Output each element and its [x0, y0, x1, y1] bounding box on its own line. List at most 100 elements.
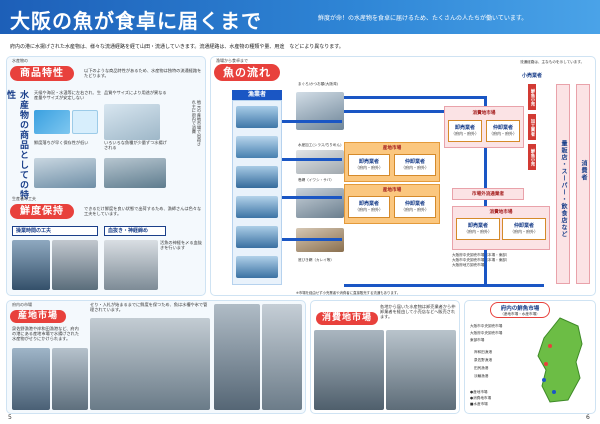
map-title-box: 府内の鮮魚市場 （産地市場・水産市場） — [490, 302, 550, 318]
section-caption-2: 生産者の工夫 — [12, 196, 36, 201]
fish-processing-photo — [104, 240, 158, 290]
fish-tank-photo — [214, 304, 260, 410]
tuna-photo — [296, 92, 344, 130]
middleman-sub-4: （府内・府外） — [510, 229, 538, 234]
map-title: 府内の鮮魚市場 — [500, 306, 540, 312]
flow-arrow-2 — [282, 158, 342, 161]
market-photo-2 — [52, 348, 88, 410]
map-label-5: 泉佐野漁港 — [474, 358, 492, 362]
retail-tag-1: 鮮魚小売 — [528, 84, 536, 110]
auction-text: せり・入札が始まるまでに鮮度を保つため、魚は水槽や氷で管理されています。 — [90, 302, 208, 313]
wholesaler-label-3: 卸売業者 — [358, 201, 379, 207]
middleman-box-2: 仲卸業者（府内・府外） — [394, 154, 436, 176]
ice-fish-photo — [262, 304, 302, 410]
legend-1: ●産地市場 — [470, 390, 488, 394]
markets-caption: 府内の市場 — [12, 302, 32, 307]
wholesaler-sub-4: （府内・府外） — [464, 229, 492, 234]
consumer-market-title-1: 消費地市場 — [472, 111, 496, 116]
wholesaler-sub-2: （府内・府外） — [355, 165, 383, 170]
boat-photo-3 — [236, 166, 278, 188]
weather-icon-photo — [34, 110, 70, 134]
map-label-2: 大阪府中央卸売市場 — [470, 331, 503, 335]
whitebait-photo — [296, 150, 344, 174]
consumer-market-title-2: 消費地市場 — [489, 210, 513, 215]
consumer-market-text: 各地から届いた水産物は卸売業者から仲卸業者を経由して小売店などへ販売されます。 — [380, 304, 456, 320]
fish-sorting-photo — [104, 104, 160, 140]
middleman-label-3: 仲卸業者 — [404, 201, 425, 207]
map-subtitle: （産地市場・水産市場） — [500, 312, 540, 316]
bullet-1: 天候や海況・水温等に左右され、生産量やサイズが安定しない — [34, 90, 102, 101]
intro-text: 府内の港に水揚げされた水産物は、様々な流通経路を経て山田・流通していきます。流通… — [10, 44, 344, 50]
middleman-label-1: 仲卸業者 — [492, 125, 513, 131]
pill-fish-flow: 魚の流れ — [214, 64, 280, 81]
bullet-3: 鮮度落ちが早く保存性が低い — [34, 140, 89, 145]
page-number-right: 6 — [586, 414, 590, 421]
boat-photo-1 — [236, 106, 278, 128]
legend-3: ■水産市場 — [470, 402, 488, 406]
boat-photo-5 — [236, 226, 278, 248]
flow-arrow-top-2 — [344, 110, 444, 113]
retail-tag-2: 加工業者 — [528, 114, 536, 140]
production-market-title-1: 産地市場 — [382, 146, 402, 151]
tag-bleeding: 血抜き・神経締め — [104, 226, 166, 236]
sardine-photo — [296, 188, 344, 218]
wholesale-note-1: 大阪府中央卸売市場（本場・東部） — [452, 253, 510, 257]
row-label-2: 水産加工(シラス/ちりめん) — [298, 143, 342, 147]
map-label-6: 田尻漁港 — [474, 366, 489, 370]
wholesale-note-2: 大阪市中央卸売市場（本場・東部） — [452, 258, 510, 262]
legend-2: ●消費地市場 — [470, 396, 492, 400]
consumer-label: 消費者 — [580, 160, 587, 181]
middleman-label-2: 仲卸業者 — [404, 159, 425, 165]
consumer-market-photo-1 — [314, 330, 384, 410]
middleman-box-3: 仲卸業者（府内・府外） — [394, 196, 436, 218]
pill-product-characteristics: 商品特性 — [10, 66, 74, 81]
wholesaler-sub-1: （府内・府外） — [451, 131, 479, 136]
flow-note: 流通経路は、主なものを示しています。 — [520, 60, 585, 64]
wholesale-note-3: 大阪府地方卸売市場 — [452, 263, 485, 267]
freshness-text: できるだけ鮮度を良い状態で出荷するため、漁師さんは色々な工夫をしています。 — [84, 206, 202, 217]
map-label-3: 東部市場 — [470, 338, 485, 342]
map-label-7: 淡輪漁港 — [474, 374, 489, 378]
boat-photo-6 — [236, 256, 278, 278]
row-label-4: 底びき網（カレイ等） — [298, 258, 334, 262]
fisher-column — [232, 100, 282, 285]
sea-map-photo — [72, 110, 98, 134]
market-note: 地元の産地市場で出荷され主に府内で消費 — [191, 100, 202, 147]
flow-arrow-3 — [282, 196, 342, 199]
production-market-text: 泉佐野漁港や岸和田漁港など、府内の港にある産地市場で水揚げされた水産物がせりにか… — [12, 326, 80, 342]
page-subtitle: 鮮度が命！の水産物を食卓に届けるため、たくさんの人たちが働いています。 — [318, 15, 528, 22]
map-label-4: 岸和田漁港 — [474, 350, 492, 354]
characteristics-text: 以下のような商品特性があるため、水産物は独特の流通経路をたどります。 — [84, 68, 202, 79]
consumer-column — [576, 84, 590, 284]
wholesaler-sub-3: （府内・府外） — [355, 207, 383, 212]
section-caption-1: 水産物の — [12, 58, 28, 63]
flow-arrow-top — [344, 96, 484, 99]
bullet-4: いろいろな魚種が少量ずつ水揚げされる — [104, 140, 167, 151]
vertical-title: 水産物の商品としての特性 — [5, 90, 28, 200]
page-title: 大阪の魚が食卓に届くまで — [10, 9, 262, 33]
map-label-1: 大阪市中央卸売市場 — [470, 324, 503, 328]
auction-photo — [90, 318, 210, 410]
row-label-3: 巻網（イワシ・サバ） — [298, 178, 334, 182]
wholesaler-box-4: 卸売業者（府内・府外） — [456, 218, 500, 240]
flow-arrow-bottom — [344, 284, 544, 287]
osaka-map — [537, 317, 583, 403]
wholesaler-box-3: 卸売業者（府内・府外） — [348, 196, 390, 218]
boat-photo-4 — [236, 196, 278, 218]
retail-tag-3: 鮮魚小売 — [528, 144, 536, 170]
middleman-box-1: 仲卸業者（府内・府外） — [486, 120, 520, 142]
wholesaler-box-2: 卸売業者（府内・府外） — [348, 154, 390, 176]
flow-caption: 漁場から食卓まで — [216, 58, 248, 63]
retailer-header: 小売業者 — [522, 73, 543, 79]
super-label: 量販店・スーパー・飲食店など — [560, 140, 567, 238]
header-banner — [0, 0, 600, 34]
page-number-left: 5 — [8, 414, 12, 421]
flow-footnote: ※市場を経由せず小売業者や消費者に直接販売する流通もあります。 — [296, 291, 401, 295]
wholesaler-label-1: 卸売業者 — [454, 125, 475, 131]
boat-photo-2 — [236, 136, 278, 158]
wholesaler-box-1: 卸売業者（府内・府外） — [448, 120, 482, 142]
consumer-market-photo-2 — [386, 330, 456, 410]
bullet-2: 品質やサイズにより用途が異なる — [104, 90, 167, 95]
wholesaler-label-4: 卸売業者 — [467, 223, 488, 229]
pill-freshness: 鮮度保持 — [10, 204, 74, 219]
